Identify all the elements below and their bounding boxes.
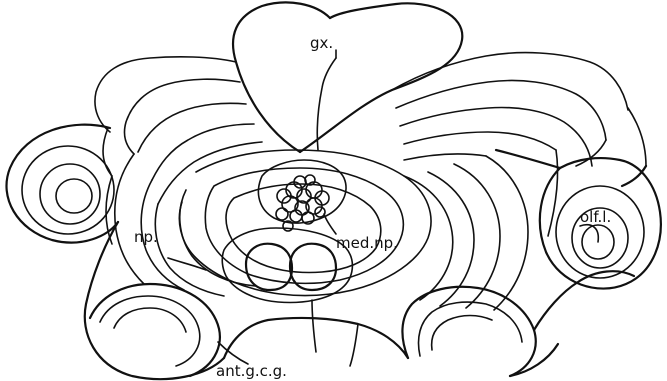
central-paired-bodies (222, 228, 352, 302)
label-olf-l: olf.l. (580, 208, 611, 226)
leader-lines (168, 50, 598, 364)
body-contours (85, 140, 646, 379)
label-med-np: med.np. (336, 234, 398, 252)
upper-contours (95, 53, 646, 204)
label-np: np. (134, 228, 158, 246)
ganglion-lobes (233, 2, 462, 152)
label-gx: gx. (310, 34, 333, 52)
label-ant-gcg: ant.g.c.g. (216, 362, 287, 380)
left-olfactory-lobe (6, 125, 118, 243)
